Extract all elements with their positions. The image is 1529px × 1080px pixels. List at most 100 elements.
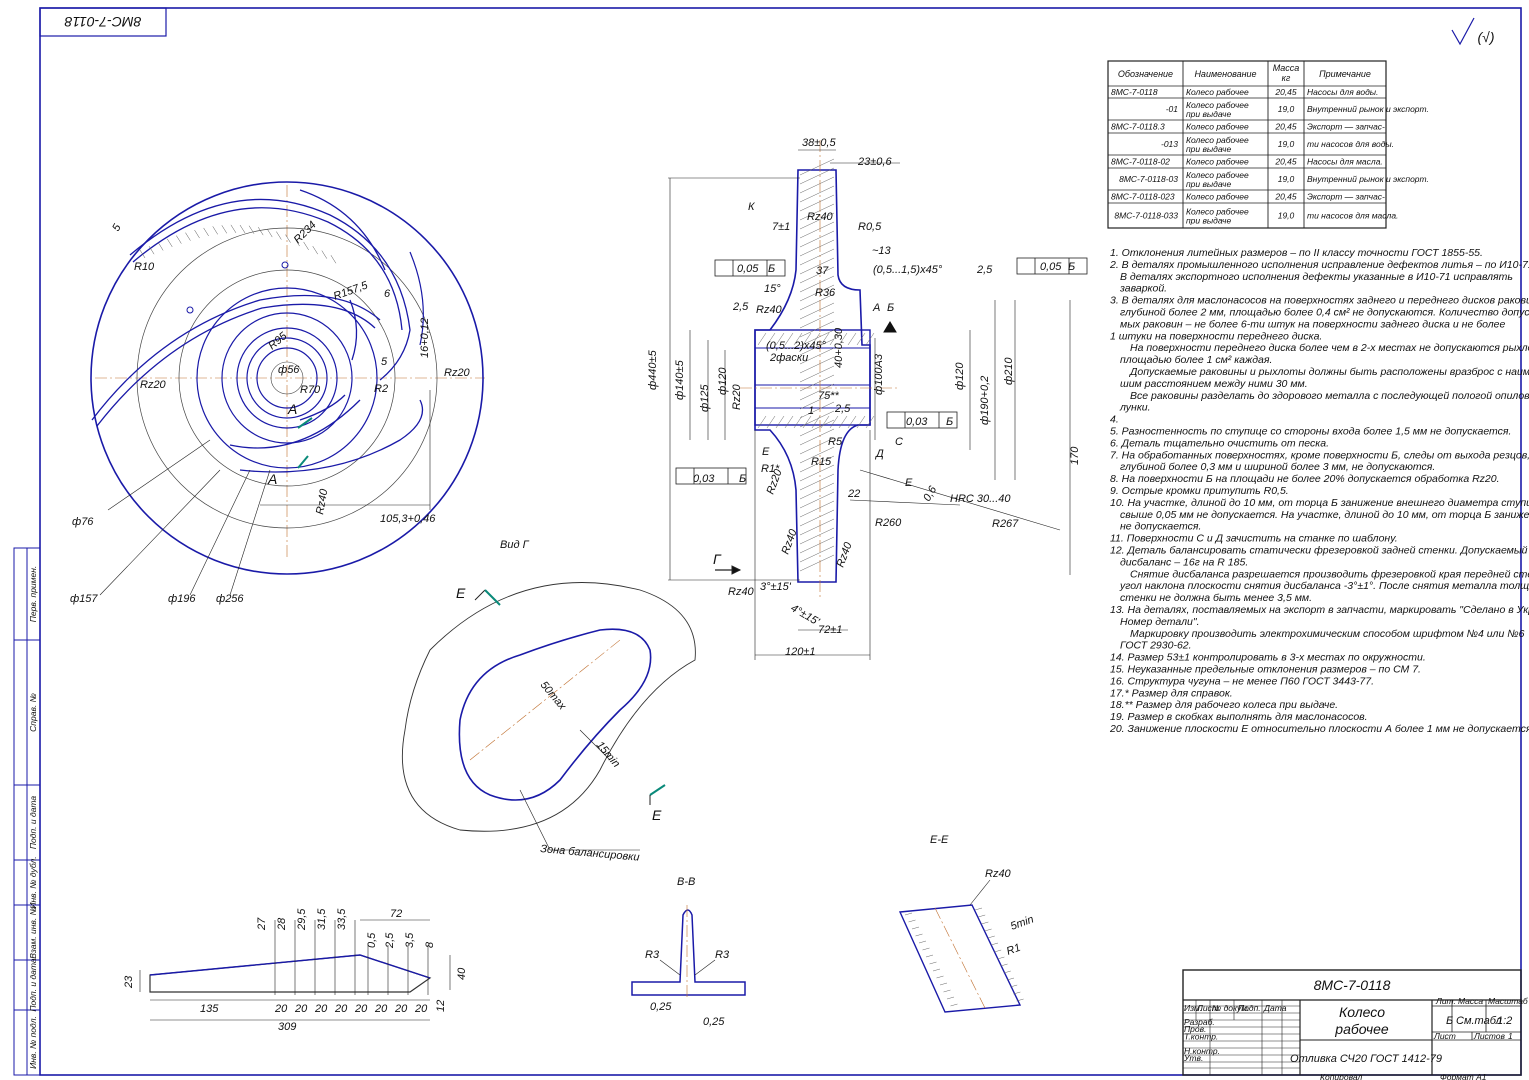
profile-dimension: 20 [414,1003,428,1015]
section-letter: Е [456,585,466,601]
title-block-name: рабочее [1334,1021,1389,1037]
title-block-label: Дата [1263,1003,1287,1013]
note-line: площадью более 1 см² каждая. [1120,354,1272,366]
profile-dimension: 20 [374,1003,388,1015]
section-dimension: 3°±15' [760,581,792,593]
vv-dimension: 0,25 [703,1016,725,1028]
title-block-label: Лист [1196,1003,1219,1013]
profile-dimension: 20 [274,1003,288,1015]
side-stamp-label: Подп. и дата [28,958,38,1011]
section-dimension: Д [874,448,884,460]
title-block-material: Отливка СЧ20 ГОСТ 1412-79 [1290,1053,1442,1065]
title-block-label: Масса [1458,996,1483,1006]
plan-dimension: R70 [300,384,321,396]
note-line: Номер детали". [1120,616,1200,628]
note-line: Маркировку производить электрохимическим… [1130,628,1525,640]
table-cell: Колесо рабочее [1186,100,1249,110]
section-dimension: Б [1068,261,1075,273]
table-header: Обозначение [1118,69,1173,79]
section-dimension: ф210 [1003,357,1015,385]
plan-dimension: 16+0,12 [419,318,431,358]
plan-dimension: R10 [134,261,155,273]
plan-dimension: Rz40 [314,487,330,515]
note-line: глубиной более 2 мм, площадью более 0,4 … [1120,307,1529,319]
note-line: заваркой. [1119,283,1167,295]
title-block-name: Колесо [1339,1004,1385,1020]
ee-dimension: 5min [1009,913,1036,932]
profile-dimension: 27 [256,917,268,931]
section-dimension: ф140±5 [674,359,686,400]
section-letter: А [287,401,297,417]
note-line: 18.** Размер для рабочего колеса при выд… [1110,699,1338,711]
section-dimension: (0,5...2)х45° [766,340,827,352]
note-line: 14. Размер 53±1 контролировать в 3-х мес… [1110,652,1426,664]
section-dimension: 170 [1069,446,1081,465]
note-line: глубиной более 0,3 мм и шириной более 3 … [1120,461,1435,473]
section-dimension: ф100А3 [873,353,885,395]
ee-dimension: Rz40 [985,868,1012,880]
table-cell: Колесо рабочее [1186,122,1249,132]
table-cell: Внутренний рынок и экспорт. [1307,174,1429,184]
side-stamp-label: Инв. № дубл. [28,856,38,908]
table-cell: 20,45 [1274,157,1297,167]
note-line: 8. На поверхности Б на площади не более … [1110,473,1500,485]
plan-dimension: 6 [384,288,391,300]
section-dimension: 22 [847,488,860,500]
title-block-label: Копировал [1320,1072,1362,1080]
section-dimension: 2,5 [732,301,749,313]
table-cell: 20,45 [1274,192,1297,202]
profile-dimension: 40 [456,967,468,980]
note-line: 11. Поверхности С и Д зачистить на станк… [1110,533,1398,545]
profile-dimension: 3,5 [404,932,416,948]
note-line: На поверхности переднего диска более чем… [1130,342,1529,354]
balance-dimension: 15min [594,739,622,770]
profile-dimension: 20 [334,1003,348,1015]
note-line: 12. Деталь балансировать статически фрез… [1110,545,1528,557]
section-dimension: 37 [816,265,829,277]
table-cell: 19,0 [1278,211,1295,221]
title-block-value: 1 [1508,1031,1513,1041]
table-cell: при выдаче [1186,216,1231,226]
profile-dimension: 29,5 [296,908,308,931]
title-block-label: Лист [1433,1031,1456,1041]
section-dimension: R0,5 [858,221,882,233]
section-letter: Е [652,807,662,823]
side-stamp-label: Подп. и дата [28,796,38,849]
vv-dimension: 0,25 [650,1001,672,1013]
table-cell: 19,0 [1278,104,1295,114]
section-letter: А [267,471,277,487]
side-stamp-label: Инв. № подл. [28,1016,38,1069]
table-cell: Экспорт — запчас- [1307,192,1385,202]
section-dimension: 75** [818,390,840,402]
profile-dimension: 20 [294,1003,308,1015]
table-cell: -013 [1161,139,1178,149]
note-line: 5. Разностенность по ступице со стороны … [1110,426,1511,438]
section-dimension: 4°±15' [789,602,823,628]
profile-dimension: 72 [390,908,402,920]
section-dimension: Rz40 [835,540,855,569]
plan-dimension: ф76 [72,516,94,528]
section-dimension: 0,03 [693,473,715,485]
table-header: Примечание [1319,69,1371,79]
balance-zone-label: Зона балансировки [540,843,640,864]
title-block-label: Лит. [1435,996,1456,1006]
section-label: В-В [677,876,695,888]
table-cell: Колесо рабочее [1186,87,1249,97]
note-line: 10. На участке, длиной до 10 мм, от торц… [1110,497,1529,509]
note-line: Допускаемые раковины и рыхлоты должны бы… [1129,366,1529,378]
table-cell: Экспорт — запчас- [1307,122,1385,132]
section-dimension: 2,5 [834,403,851,415]
vv-dimension: R3 [645,949,660,961]
title-block-label: Подп. [1238,1003,1261,1013]
note-line: 1 штуки на поверхности переднего диска. [1110,330,1322,342]
vv-dimension: R3 [715,949,730,961]
section-dimension: 15° [764,283,781,295]
note-line: 16. Структура чугуна – не менее П60 ГОСТ… [1110,675,1374,687]
section-dimension: 2,5 [976,264,993,276]
section-label: Е-Е [930,834,949,846]
note-line: 2. В деталях промышленного исполнения ис… [1109,259,1529,271]
section-dimension: R5 [828,436,843,448]
title-block-label: № докум. [1212,1003,1249,1013]
